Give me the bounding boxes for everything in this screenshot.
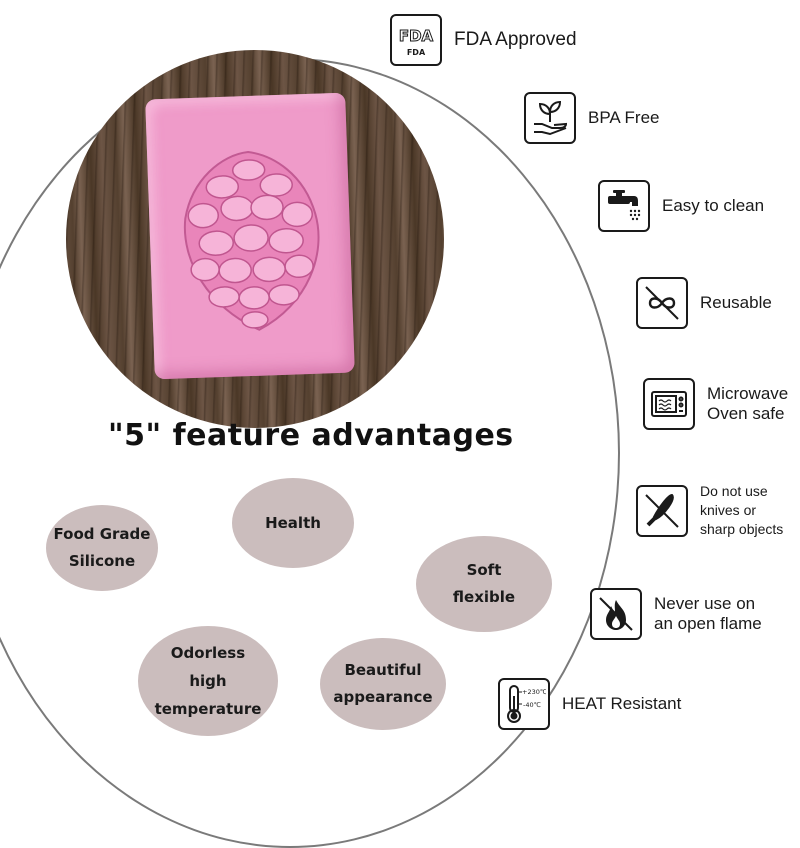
fda-logo-text: FDA (399, 27, 434, 45)
fda-sub-text: FDA (407, 48, 426, 57)
thermometer-low: -40℃ (523, 701, 541, 709)
advantage-text: Odorless high temperature (154, 644, 262, 718)
feature-bpa-free: BPA Free (524, 92, 660, 144)
faucet-icon (598, 180, 650, 232)
plant-hand-icon (524, 92, 576, 144)
product-photo (66, 50, 444, 428)
advantage-bubble-odorless: Odorless high temperature (138, 626, 278, 736)
fda-logo-icon: FDA FDA (390, 14, 442, 66)
feature-label: Never use on an open flame (654, 594, 762, 633)
feature-no-flame: Never use on an open flame (590, 588, 762, 640)
feature-label: Reusable (700, 293, 772, 312)
pinecone-cavity-icon (183, 151, 320, 331)
flame-icon (590, 588, 642, 640)
advantage-text: Food Grade Silicone (53, 525, 151, 570)
infinity-icon (636, 277, 688, 329)
advantage-bubble-food-grade: Food Grade Silicone (46, 505, 158, 591)
knife-icon (636, 484, 688, 537)
feature-label: Microwave Oven safe (707, 384, 789, 423)
feature-microwave: Microwave Oven safe (643, 378, 788, 430)
microwave-icon (643, 378, 695, 430)
feature-fda: FDA FDA FDA Approved (390, 14, 577, 66)
advantage-bubble-beautiful: Beautiful appearance (320, 638, 446, 730)
advantage-text: Health (265, 513, 321, 532)
advantage-text: Beautiful appearance (333, 661, 433, 706)
headline: "5" feature advantages (108, 418, 514, 453)
feature-heat-resistant: +230℃ -40℃ HEAT Resistant (498, 678, 681, 730)
advantage-bubble-soft-flexible: Soft flexible (416, 536, 552, 632)
feature-no-knives: Do not use knives or sharp objects (636, 482, 783, 539)
advantage-bubble-health: Health (232, 478, 354, 568)
feature-label: HEAT Resistant (562, 694, 682, 713)
thermometer-icon: +230℃ -40℃ (498, 678, 550, 730)
silicone-mold (145, 92, 355, 380)
feature-label: Easy to clean (662, 196, 765, 215)
feature-reusable: Reusable (636, 277, 772, 329)
feature-easy-clean: Easy to clean (598, 180, 764, 232)
feature-label: Do not use knives or sharp objects (700, 483, 784, 537)
feature-label: FDA Approved (454, 29, 577, 50)
advantage-text: Soft flexible (452, 561, 516, 606)
thermometer-high: +230℃ (522, 688, 546, 696)
feature-label: BPA Free (588, 108, 660, 127)
